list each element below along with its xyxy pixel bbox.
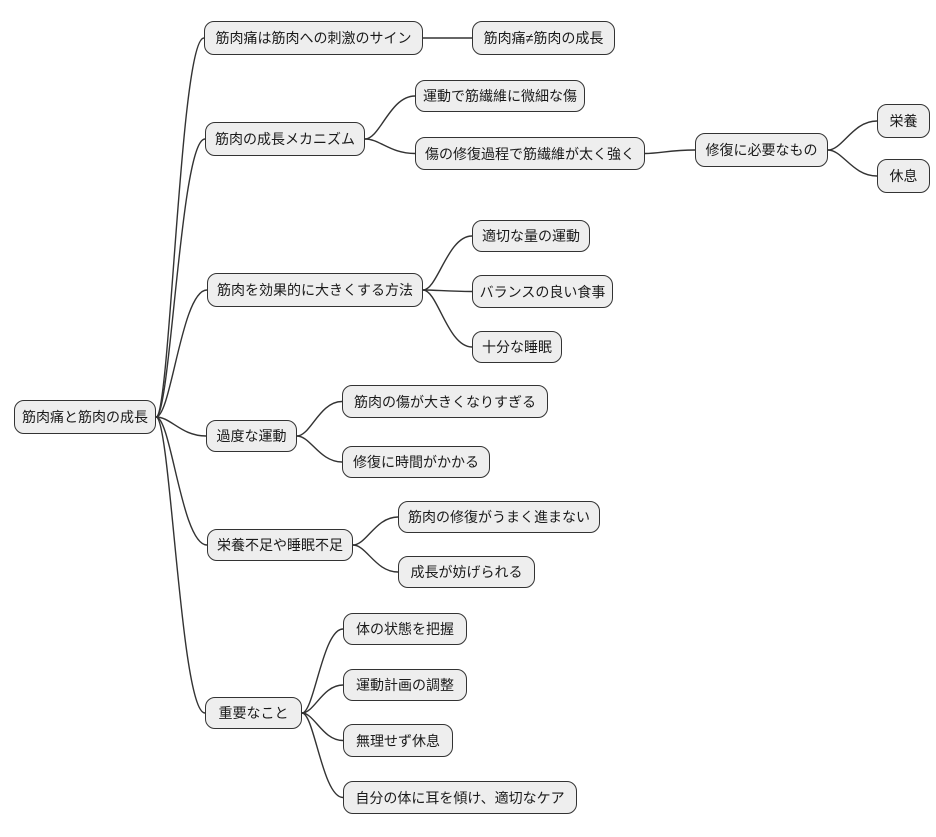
edge-b6-to-c6b xyxy=(301,684,344,714)
mindmap-node-c2e: 休息 xyxy=(877,159,930,193)
mindmap-node-b4: 過度な運動 xyxy=(206,420,297,452)
mindmap-node-c6b: 運動計画の調整 xyxy=(343,669,467,701)
edge-b5-to-c5a xyxy=(352,516,399,546)
edge-b2-to-c2b xyxy=(364,138,416,155)
mindmap-node-b3: 筋肉を効果的に大きくする方法 xyxy=(207,273,423,307)
mindmap-node-c3b: バランスの良い食事 xyxy=(472,275,613,308)
mindmap-node-b5: 栄養不足や睡眠不足 xyxy=(207,529,353,561)
mindmap-node-c6d: 自分の体に耳を傾け、適切なケア xyxy=(343,781,577,814)
edge-b6-to-c6d xyxy=(301,712,344,799)
edge-c2b-to-c2c xyxy=(644,149,696,155)
edge-root-to-b5 xyxy=(155,416,208,546)
mindmap-node-c6a: 体の状態を把握 xyxy=(343,613,467,645)
mindmap-node-c3a: 適切な量の運動 xyxy=(472,220,590,252)
edge-b6-to-c6c xyxy=(301,712,344,742)
edge-b5-to-c5b xyxy=(352,544,399,573)
mindmap-node-c1: 筋肉痛≠筋肉の成長 xyxy=(472,21,615,55)
edge-b6-to-c6a xyxy=(301,628,344,714)
edge-root-to-b6 xyxy=(155,416,206,714)
edge-root-to-b3 xyxy=(155,289,208,418)
edge-b3-to-c3c xyxy=(422,289,473,348)
edge-root-to-b4 xyxy=(155,416,207,437)
mindmap-node-c2a: 運動で筋繊維に微細な傷 xyxy=(415,80,585,112)
mindmap-node-c5b: 成長が妨げられる xyxy=(398,556,535,588)
edge-root-to-b1 xyxy=(155,37,205,418)
mindmap-node-c2d: 栄養 xyxy=(877,104,930,138)
mindmap-node-c2c: 修復に必要なもの xyxy=(695,133,828,167)
edge-b2-to-c2a xyxy=(364,95,416,140)
mindmap-node-c5a: 筋肉の修復がうまく進まない xyxy=(398,501,600,533)
mindmap-node-c2b: 傷の修復過程で筋繊維が太く強く xyxy=(415,137,645,170)
mindmap-node-c4b: 修復に時間がかかる xyxy=(342,446,490,478)
edge-b3-to-c3b xyxy=(422,289,473,293)
edge-b3-to-c3a xyxy=(422,235,473,291)
edge-c2c-to-c2d xyxy=(827,120,878,151)
edge-b4-to-c4b xyxy=(296,435,343,463)
mindmap-node-b1: 筋肉痛は筋肉への刺激のサイン xyxy=(204,21,423,55)
mindmap-node-c4a: 筋肉の傷が大きくなりすぎる xyxy=(342,385,548,418)
edge-c2c-to-c2e xyxy=(827,149,878,177)
edge-b4-to-c4a xyxy=(296,400,343,437)
mindmap-node-c6c: 無理せず休息 xyxy=(343,724,453,757)
mindmap-node-root: 筋肉痛と筋肉の成長 xyxy=(14,400,156,434)
edge-root-to-b2 xyxy=(155,138,206,418)
mindmap-node-b2: 筋肉の成長メカニズム xyxy=(205,122,365,156)
mindmap-node-b6: 重要なこと xyxy=(205,697,302,729)
mindmap-node-c3c: 十分な睡眠 xyxy=(472,331,562,363)
